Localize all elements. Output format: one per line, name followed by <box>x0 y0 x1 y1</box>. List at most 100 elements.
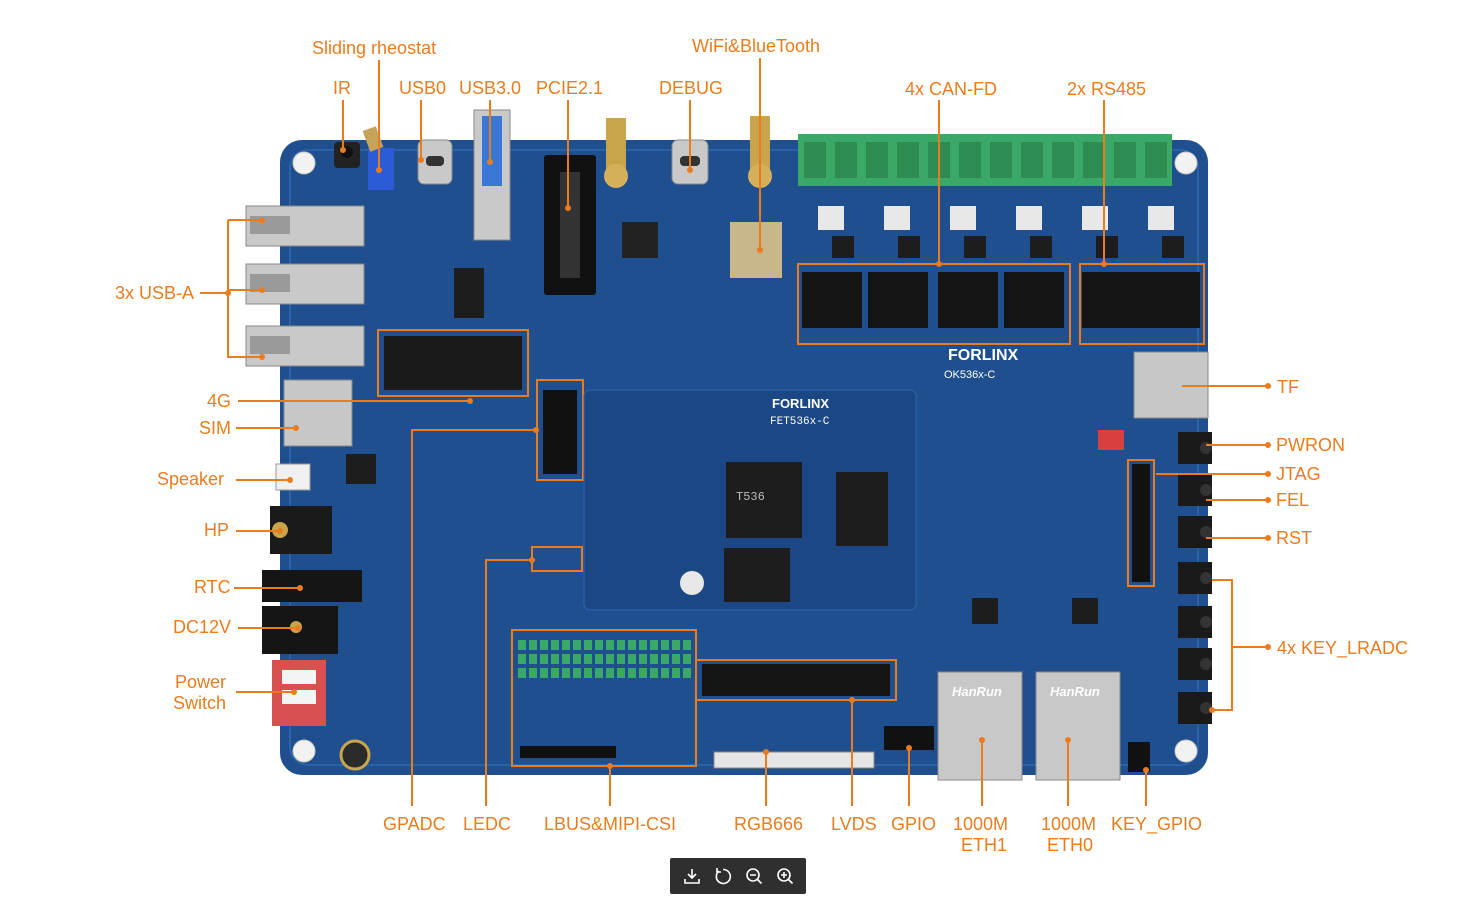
label-speaker: Speaker <box>157 469 225 489</box>
fuse <box>950 206 976 230</box>
leader-dot <box>295 625 301 631</box>
leader-dot <box>687 167 693 173</box>
leader-dot <box>1101 261 1107 267</box>
lbus-pin <box>683 640 691 650</box>
leader-dot <box>533 427 539 433</box>
leader-dot <box>529 557 535 563</box>
lbus-pin <box>573 640 581 650</box>
isolator-chip <box>938 272 998 328</box>
lbus-pin <box>529 668 537 678</box>
label-pcie: PCIE2.1 <box>536 78 604 98</box>
lbus-pin <box>551 668 559 678</box>
leader-dot <box>565 205 571 211</box>
lbus-pin <box>518 640 526 650</box>
isolator-chip <box>1082 272 1142 328</box>
rotate-button[interactable] <box>710 863 736 889</box>
label-sim: SIM <box>199 418 232 438</box>
button-cap <box>1200 442 1212 454</box>
lbus-pin <box>639 654 647 664</box>
leader-dot <box>1265 497 1271 503</box>
zoom-in-icon <box>776 868 793 885</box>
label-key-gpio: KEY_GPIO <box>1111 814 1203 834</box>
label-rgb666: RGB666 <box>734 814 804 834</box>
zoom-in-button[interactable] <box>772 863 798 889</box>
leader-dot <box>1265 535 1271 541</box>
lbus-pin <box>595 654 603 664</box>
fuse <box>1016 206 1042 230</box>
can-transceiver-group <box>797 263 1071 345</box>
mosfet <box>1162 236 1184 258</box>
leader-dot <box>1065 737 1071 743</box>
lbus-pin <box>584 668 592 678</box>
label-pwron: PWRON <box>1276 435 1345 455</box>
som-model: FET536x-C <box>770 416 830 428</box>
leader-dot <box>1265 383 1271 389</box>
button-cap <box>1200 702 1212 714</box>
mosfet <box>1030 236 1052 258</box>
label-usb3: USB3.0 <box>459 78 522 98</box>
leader-dot <box>467 398 473 404</box>
lbus-pin <box>650 668 658 678</box>
key-gpio-header <box>1128 742 1150 772</box>
leader-line <box>485 559 532 806</box>
board-brand: FORLINX <box>948 347 1019 364</box>
lbus-pin <box>595 640 603 650</box>
label-lvds: LVDS <box>831 814 877 834</box>
label-eth0-line1: 1000M <box>1041 814 1097 834</box>
lbus-pin <box>518 654 526 664</box>
leader-dot <box>757 247 763 253</box>
label-4g: 4G <box>207 391 232 411</box>
label-wifi-bt: WiFi&BlueTooth <box>692 36 821 56</box>
leader-dot <box>1143 767 1149 773</box>
lbus-pin <box>639 668 647 678</box>
fuse <box>1148 206 1174 230</box>
label-rst: RST <box>1276 528 1312 548</box>
lbus-pin <box>540 640 548 650</box>
leader-dot <box>1265 644 1271 650</box>
rtc-battery <box>262 570 362 602</box>
label-eth1-line2: ETH1 <box>961 835 1008 855</box>
leader-line <box>411 429 536 806</box>
download-button[interactable] <box>679 863 705 889</box>
terminal-slot <box>804 142 826 178</box>
zoom-out-button[interactable] <box>741 863 767 889</box>
mosfet <box>1096 236 1118 258</box>
sim-slot <box>283 379 353 447</box>
lbus-pin <box>683 654 691 664</box>
lbus-pin <box>617 668 625 678</box>
wifi-module <box>730 222 782 278</box>
leader-dot <box>225 290 231 296</box>
button-cap <box>1200 484 1212 496</box>
lbus-pin <box>518 668 526 678</box>
lbus-pin <box>606 668 614 678</box>
terminal-slot <box>1145 142 1167 178</box>
label-eth0-line2: ETH0 <box>1047 835 1094 855</box>
label-usb-a: 3x USB-A <box>115 283 195 303</box>
svg-text:HanRun: HanRun <box>1050 684 1100 699</box>
fuse <box>884 206 910 230</box>
rs485-transceiver-group <box>1079 263 1205 345</box>
lbus-pin <box>551 640 559 650</box>
terminal-slot <box>835 142 857 178</box>
terminal-slot <box>897 142 919 178</box>
isolator-chip <box>1140 272 1200 328</box>
terminal-slot <box>1114 142 1136 178</box>
mount-hole <box>1174 739 1198 763</box>
lbus-pin <box>595 668 603 678</box>
lbus-pin <box>606 654 614 664</box>
label-tf: TF <box>1277 377 1299 397</box>
label-gpadc: GPADC <box>383 814 446 834</box>
download-icon <box>683 869 700 884</box>
mosfet <box>832 236 854 258</box>
button-cap <box>1200 526 1212 538</box>
leader-dot <box>607 763 613 769</box>
isolator-chip <box>1004 272 1064 328</box>
label-hp: HP <box>204 520 230 540</box>
leader-dot <box>1265 471 1271 477</box>
label-ir: IR <box>333 78 351 98</box>
terminal-slot <box>990 142 1012 178</box>
lbus-pin <box>650 640 658 650</box>
eth1-jack <box>937 671 1023 781</box>
label-rs485: 2x RS485 <box>1067 79 1147 99</box>
